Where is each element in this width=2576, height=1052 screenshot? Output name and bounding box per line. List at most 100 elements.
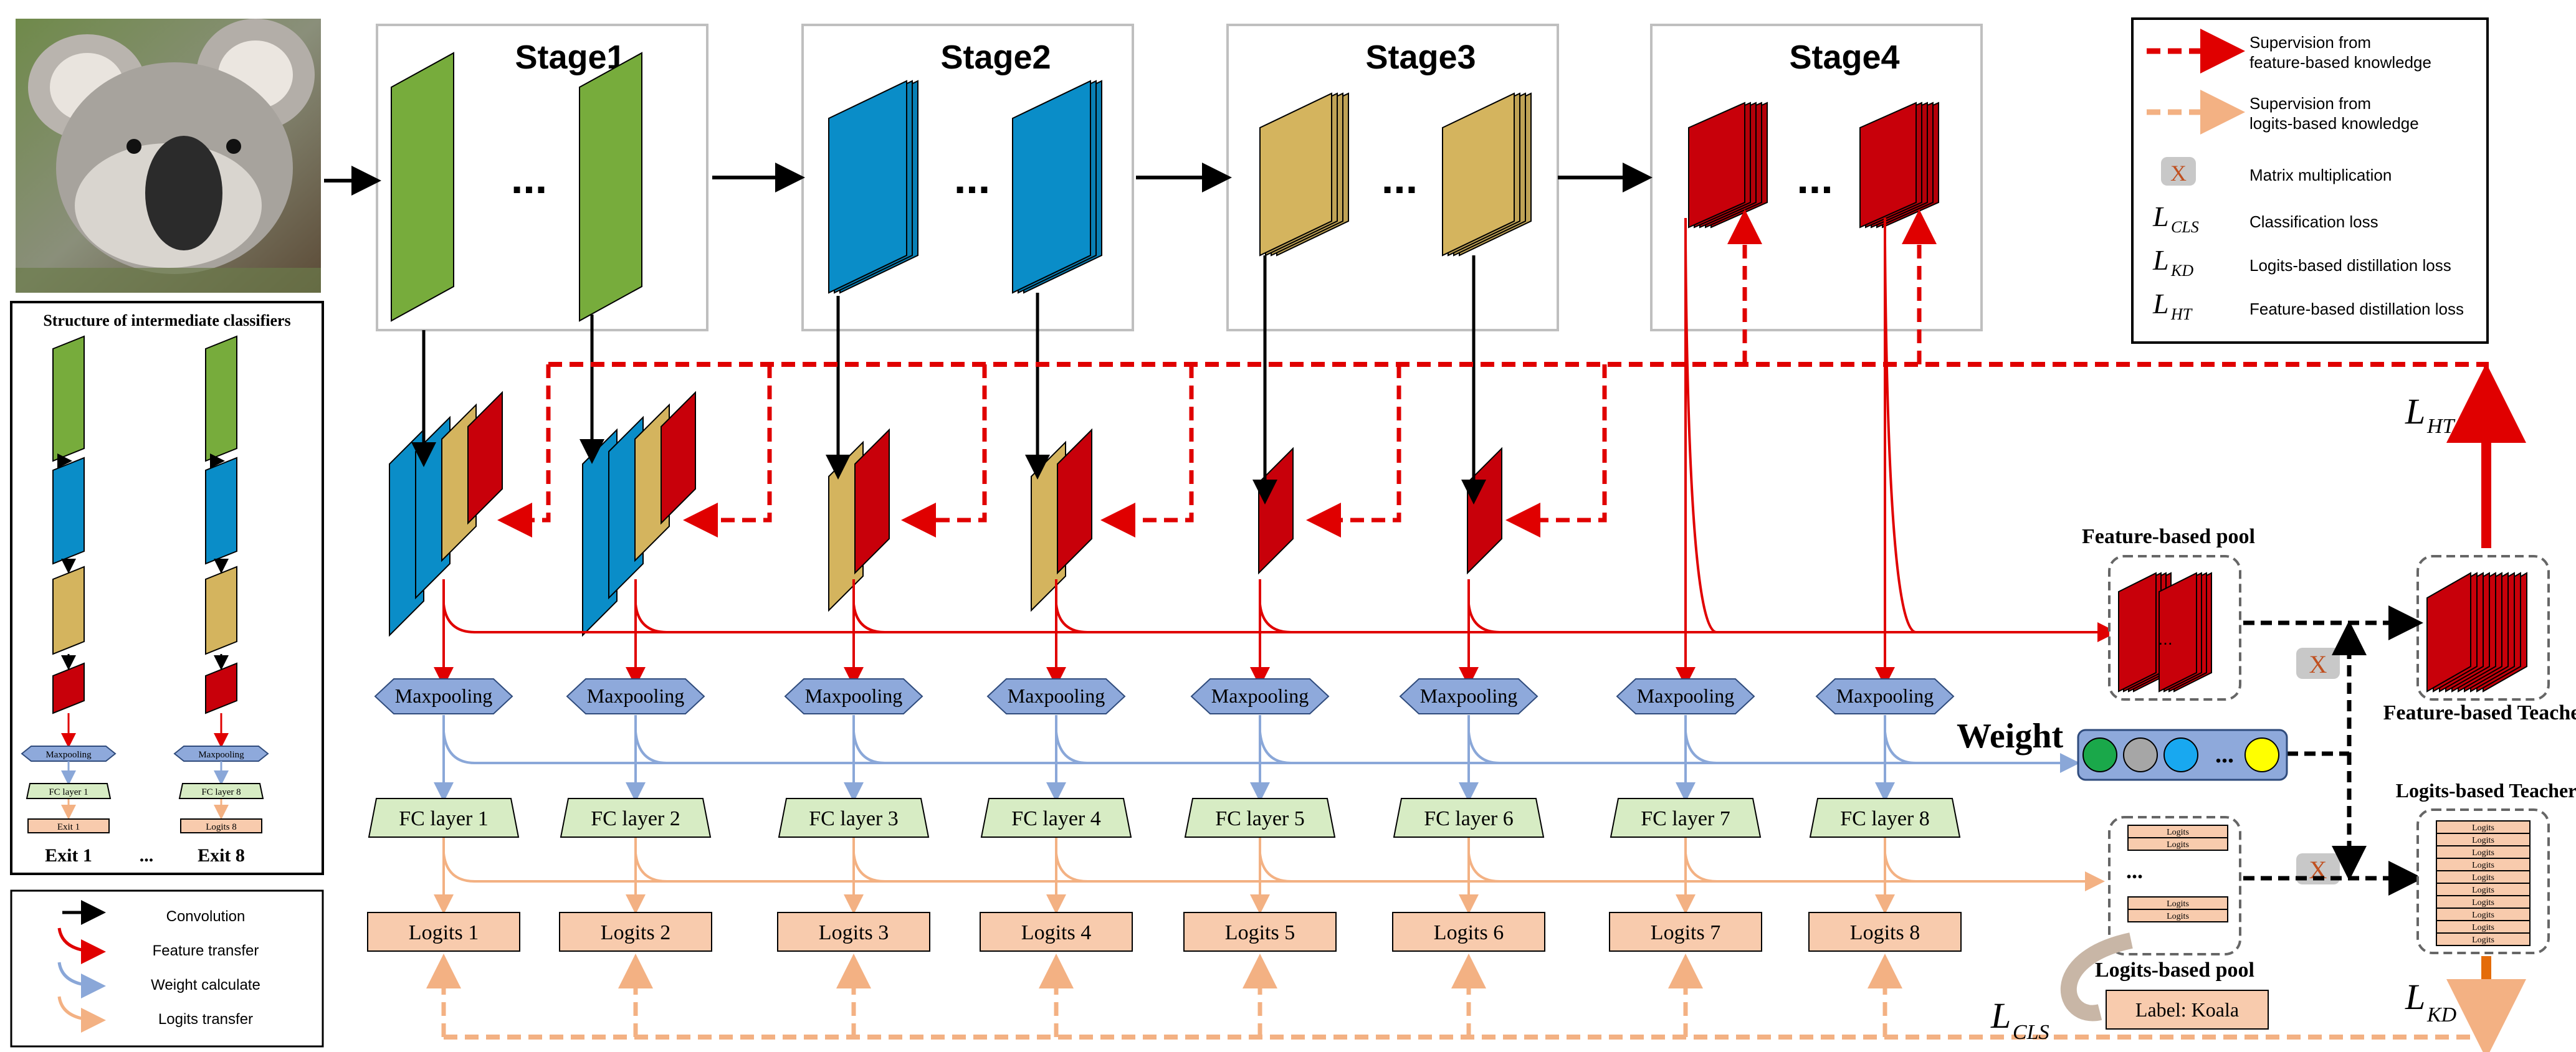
stage1-block-2 — [579, 52, 642, 322]
maxpooling-node-3: Maxpooling — [784, 678, 923, 714]
logits-transfer-curve — [1467, 853, 1500, 883]
matrix-mult-icon-bg — [2161, 157, 2196, 186]
legend-curved-arrow — [57, 962, 106, 998]
logits-teacher-row-7: Logits — [2436, 907, 2531, 921]
loss-subscript: HT — [2170, 305, 2193, 323]
structure-logits-label: Exit 1 — [57, 822, 80, 832]
stage2-block-2 — [1012, 80, 1102, 294]
intermediate-feature-stack-2 — [582, 391, 696, 637]
logits-teacher-row-8: Logits — [2436, 920, 2531, 934]
loss-symbol: L — [2152, 288, 2169, 320]
fc-layer-shape — [368, 798, 520, 838]
legend-arrow-label: Logits transfer — [158, 1011, 253, 1028]
logits-box-7: Logits 7 — [1609, 912, 1762, 952]
logits-box-6: Logits 6 — [1392, 912, 1545, 952]
logits-transfer-curve — [1055, 853, 1088, 883]
fc-layer-1: FC layer 1 — [368, 798, 520, 838]
maxpooling-shape — [566, 678, 705, 714]
structure-block — [52, 566, 85, 655]
logits-pool-row — [2127, 837, 2228, 851]
feature-supervision-branch — [1306, 364, 1401, 538]
fc-layer-shape — [1610, 798, 1762, 838]
legend-arrow-label: Convolution — [166, 908, 246, 925]
logits-box-shape — [980, 912, 1133, 952]
structure-fc-label: FC layer 1 — [49, 787, 88, 797]
maxpooling-label: Maxpooling — [1637, 685, 1734, 707]
weight-calc-curve — [852, 731, 885, 764]
intermediate-feature-stack-4 — [1031, 428, 1092, 612]
loss-kd-subscript: KD — [2426, 1003, 2457, 1026]
logits-box-shape — [1609, 912, 1762, 952]
stage-ellipsis: ... — [511, 154, 547, 202]
fc-layer-5: FC layer 5 — [1184, 798, 1336, 838]
fc-layer-label: FC layer 7 — [1641, 807, 1730, 830]
feature-supervision-branch — [497, 364, 551, 538]
logits-box-label: Logits 5 — [1225, 921, 1295, 944]
weight-calc-curve — [1467, 731, 1500, 764]
main-legend-label: Logits-based distillation loss — [2249, 256, 2451, 275]
loss-subscript: CLS — [2171, 218, 2199, 236]
logits-transfer-curve — [1259, 853, 1292, 883]
main-legend-label: logits-based knowledge — [2249, 114, 2419, 133]
structure-block — [205, 662, 237, 714]
logits-teacher-row — [2436, 932, 2531, 946]
label-box-text: Label: Koala — [2135, 998, 2239, 1021]
logits-pool-item: Logits — [2127, 909, 2228, 922]
loss-subscript: KD — [2170, 262, 2193, 280]
matrix-mult-bg — [2296, 648, 2340, 679]
stage2-block-1 — [828, 80, 918, 294]
loss-symbol: L — [2152, 201, 2169, 232]
fc-layer-8: FC layer 8 — [1809, 798, 1961, 838]
weight-calc-curve — [1884, 731, 1917, 764]
logits-based-pool-title: Logits-based pool — [2095, 959, 2254, 982]
maxpooling-node-2: Maxpooling — [566, 678, 705, 714]
logits-teacher-row-label: Logits — [2472, 861, 2494, 870]
intermediate-feature-stack-3 — [828, 428, 890, 612]
logits-transfer-curve — [634, 853, 667, 883]
legend-arrow-2: Weight calculate — [57, 962, 260, 998]
loss-kd-symbol: L — [2405, 977, 2425, 1017]
feature-layer — [661, 391, 696, 525]
logits-box-label: Logits 7 — [1651, 921, 1720, 944]
logits-pool-row-label: Logits — [2167, 912, 2189, 921]
stage-title: Stage4 — [1789, 39, 1899, 76]
maxpooling-label: Maxpooling — [587, 685, 684, 707]
stage1-block-1 — [391, 52, 454, 322]
structure-pool-label: Maxpooling — [198, 750, 244, 760]
loss-ht-symbol: L — [2405, 391, 2425, 432]
feature-pool-dots: ... — [2158, 629, 2172, 648]
logits-teacher-row-label: Logits — [2472, 886, 2494, 895]
structure-pool-label: Maxpooling — [45, 750, 92, 760]
maxpooling-shape — [1616, 678, 1755, 714]
fc-layer-6: FC layer 6 — [1393, 798, 1545, 838]
weight-calc-curve — [1259, 731, 1292, 764]
logits-box-shape — [559, 912, 712, 952]
weight-calc-curve — [1684, 731, 1717, 764]
feature-transfer-curve — [1684, 242, 1717, 633]
loss-symbol: L — [2152, 244, 2169, 276]
fc-layer-label: FC layer 1 — [399, 807, 489, 830]
legend-curved-arrow — [57, 996, 106, 1033]
legend-arrow-label: Feature transfer — [153, 942, 259, 959]
maxpooling-shape — [374, 678, 513, 714]
logits-pool-item: Logits — [2127, 825, 2228, 838]
structure-block — [52, 662, 85, 714]
feature-teacher-block — [2426, 572, 2527, 693]
main-legend-label: Supervision from — [2249, 33, 2371, 52]
loss-cls-symbol: L — [1990, 995, 2011, 1036]
maxpooling-label: Maxpooling — [1836, 685, 1934, 707]
maxpooling-label: Maxpooling — [395, 685, 492, 707]
logits-teacher-row-label: Logits — [2472, 848, 2494, 858]
logits-transfer-curve — [1684, 853, 1717, 883]
stage-ellipsis: ... — [1381, 154, 1418, 202]
maxpooling-node-1: Maxpooling — [374, 678, 513, 714]
feature-pool-layer — [2159, 572, 2197, 693]
maxpooling-label: Maxpooling — [805, 685, 902, 707]
feature-supervision-branch — [1100, 364, 1194, 538]
feature-transfer-curve — [442, 604, 475, 633]
logits-teacher-row-4: Logits — [2436, 870, 2531, 884]
logits-box-shape — [1392, 912, 1545, 952]
maxpooling-node-6: Maxpooling — [1399, 678, 1538, 714]
